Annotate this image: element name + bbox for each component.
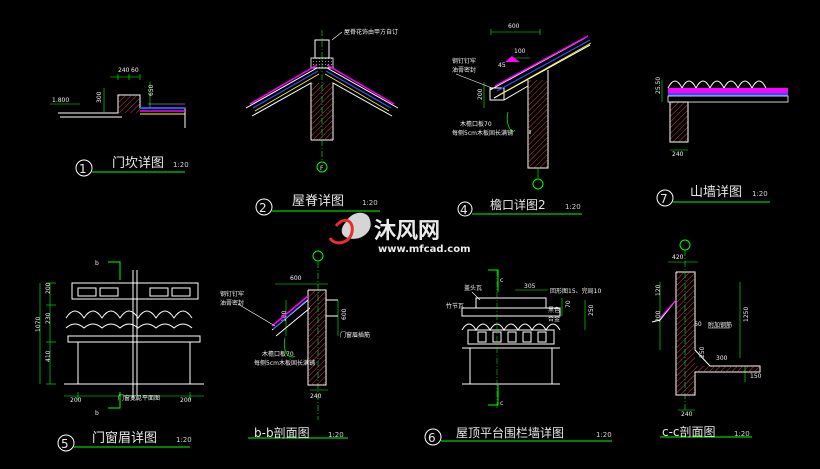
bb-nails: 钢钉钉牢 [220, 290, 244, 298]
detail-title: b-b剖面图 [254, 426, 310, 440]
dim-240: 240 [672, 151, 684, 158]
dim-2550: 25.50 [655, 77, 662, 94]
detail-title: 门窗眉详图 [92, 430, 157, 446]
parapet-cap: 盖头瓦 [464, 284, 482, 292]
bb-board: 木檐口板70 [262, 350, 294, 358]
dim-600b: 600 [341, 308, 348, 320]
section-b-top: b [95, 260, 99, 267]
detail-4-eave: 600 100 45 200 钢钉钉牢 油膏密封 木檐口板70 每侧5cm木板固… [452, 23, 592, 217]
brand-logo-icon [328, 212, 371, 245]
detail-title: c-c剖面图 [662, 425, 716, 439]
detail-number-circle [656, 189, 674, 207]
dim-650: 650 [148, 84, 155, 96]
detail-title: 檐口详图2 [490, 197, 546, 212]
window-width-label: 门窗宽见平面图 [118, 394, 160, 402]
dim-70: 70 [565, 300, 572, 308]
detail-2-ridge: 屋脊花饰由甲方自订 F 2 屋脊详图 1:20 [245, 28, 399, 216]
dim-150: 150 [750, 373, 762, 380]
parapet-color: 黑色 [548, 306, 560, 314]
section-c-bottom: c [500, 400, 503, 407]
parapet-tile: 竹节瓦 [446, 302, 464, 310]
section-b-bottom: b [95, 410, 99, 417]
dim-45: 45 [498, 62, 506, 69]
dim-410: 410 [45, 350, 52, 362]
dim-250: 250 [588, 304, 595, 316]
watermark-url: www.mfcad.com [378, 244, 471, 255]
detail-bb-section: 600 240 100 600 钢钉钉牢 油膏密封 门窗眉插筋 木檐口板70 每… [220, 250, 370, 440]
detail-1-threshold: 240 60 300 1.800 650 1 门坎详图 1:20 [50, 67, 189, 177]
detail-cc-section: 420 120 200 1250 60 240 300 150 250 附加钢筋… [651, 239, 762, 439]
dim-200b: 200 [70, 397, 82, 404]
detail-scale: 1:20 [328, 431, 344, 439]
dim-60: 60 [131, 67, 139, 74]
detail-title: 屋脊详图 [292, 194, 344, 209]
eave-board: 木檐口板70 [460, 120, 492, 128]
detail-number: 7 [660, 192, 668, 206]
dim-230: 230 [45, 312, 52, 324]
dim-60: 60 [694, 321, 702, 328]
dim-240: 240 [681, 411, 693, 418]
detail-7-gable: 25.50 240 7 山墙详图 1:20 [655, 77, 789, 207]
dim-250: 250 [699, 346, 706, 358]
eave-nails: 钢钉钉牢 [452, 57, 476, 65]
ridge-axis: F [320, 165, 324, 172]
detail-number-circle [457, 201, 473, 217]
ridge-note: 屋脊花饰由甲方自订 [344, 28, 398, 36]
dim-1800: 1.800 [52, 97, 69, 104]
detail-scale: 1:20 [752, 190, 768, 198]
dim-300: 300 [716, 355, 728, 362]
dim-600: 600 [290, 275, 302, 282]
detail-scale: 1:20 [596, 431, 612, 439]
bb-board-2: 每侧5cm木板固长满铺 [254, 359, 315, 367]
section-c-top: c [500, 277, 503, 284]
detail-number-circle [57, 434, 75, 452]
bb-wall-note: 门窗眉插筋 [340, 331, 370, 339]
parapet-note: 回形图15、完局10 [550, 287, 601, 295]
bb-mortar: 油膏密封 [220, 299, 244, 307]
dim-240: 240 [118, 67, 130, 74]
dim-1250: 1250 [743, 307, 750, 322]
dim-120: 120 [655, 284, 662, 296]
eave-mortar: 油膏密封 [452, 66, 476, 74]
detail-6-parapet: c c 305 70 250 盖头瓦 竹节瓦 回形图15、完 [424, 269, 612, 446]
detail-scale: 1:20 [176, 436, 192, 444]
detail-number: 4 [460, 203, 468, 217]
dim-200c: 200 [180, 397, 192, 404]
cc-note: 附加钢筋 [708, 321, 732, 329]
detail-number-circle [75, 159, 93, 177]
dim-1070: 1070 [35, 317, 42, 332]
dim-240: 240 [310, 393, 322, 400]
dim-420: 420 [672, 254, 684, 261]
watermark-brand: 沐风网 [374, 219, 440, 244]
detail-number: 5 [61, 437, 69, 451]
dim-200: 200 [477, 88, 484, 100]
dim-200: 200 [45, 282, 52, 294]
dim-305: 305 [524, 283, 536, 290]
detail-title: 门坎详图 [112, 156, 164, 171]
detail-number: 6 [428, 431, 436, 445]
detail-scale: 1:20 [362, 199, 378, 207]
detail-title: 山墙详图 [690, 185, 742, 200]
detail-number: 2 [259, 201, 267, 215]
detail-number-circle [424, 428, 442, 446]
detail-5-window-eyebrow: b b 200 230 [35, 260, 204, 452]
parapet-alloy: 合金 [548, 315, 560, 323]
detail-number: 1 [79, 162, 87, 176]
detail-scale: 1:20 [734, 430, 750, 438]
detail-title: 屋顶平台围栏墙详图 [456, 425, 564, 440]
detail-scale: 1:20 [565, 203, 581, 211]
watermark: 沐风网 www.mfcad.com [328, 212, 471, 255]
detail-scale: 1:20 [173, 161, 189, 169]
dim-600: 600 [508, 23, 520, 30]
detail-number-circle [255, 198, 273, 216]
dim-100: 100 [514, 48, 526, 55]
dim-270: 200 [655, 310, 662, 322]
eave-board-2: 每侧5cm木板固长满铺 [452, 129, 513, 137]
dim-300: 300 [96, 91, 103, 103]
